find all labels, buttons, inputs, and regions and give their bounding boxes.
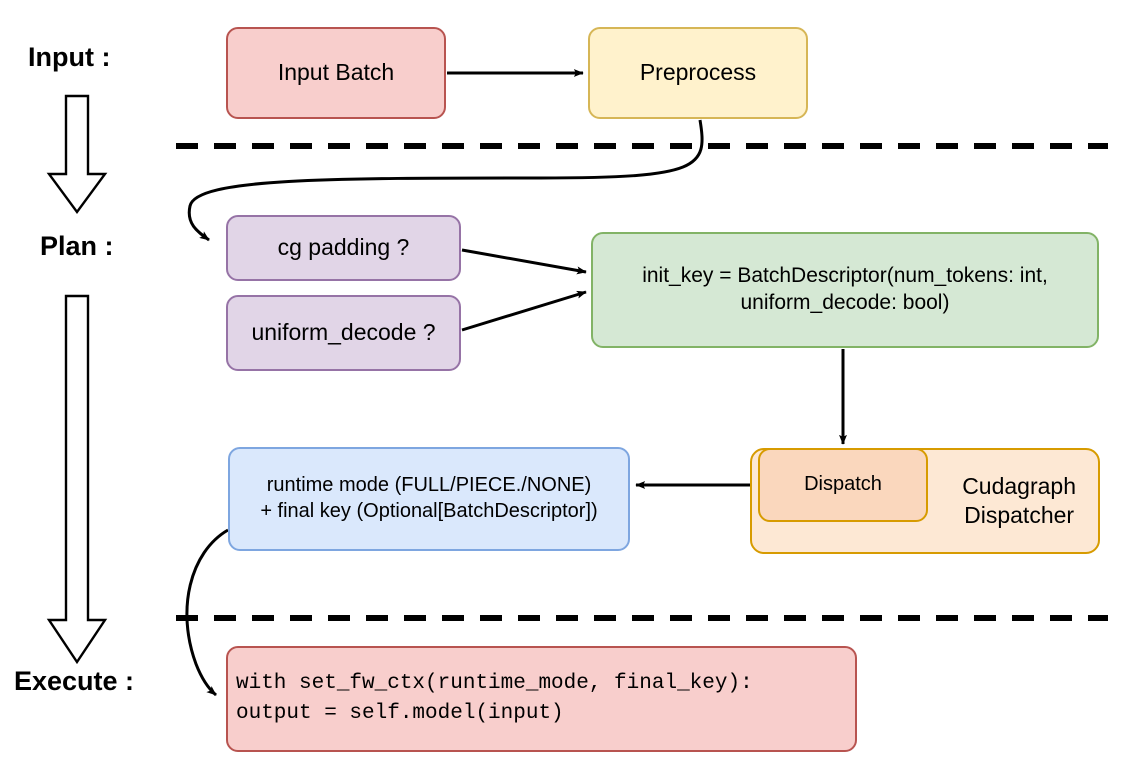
- plan-to-execute-arrow: [46, 294, 108, 665]
- node-cg-padding[interactable]: cg padding ?: [226, 215, 461, 281]
- node-runtime-mode[interactable]: runtime mode (FULL/PIECE./NONE) + final …: [228, 447, 630, 551]
- node-execute-code[interactable]: with set_fw_ctx(runtime_mode, final_key)…: [226, 646, 857, 752]
- node-init-key[interactable]: init_key = BatchDescriptor(num_tokens: i…: [591, 232, 1099, 348]
- edge-runtime-mode-to-execute-code: [185, 528, 229, 697]
- input-to-plan-arrow: [46, 94, 108, 215]
- node-input-batch[interactable]: Input Batch: [226, 27, 446, 119]
- edge-uniform-decode-to-init-key: [461, 290, 587, 332]
- edge-cg-padding-to-init-key: [461, 248, 587, 275]
- stage-label-input: Input :: [28, 42, 111, 72]
- node-preprocess[interactable]: Preprocess: [588, 27, 808, 119]
- node-uniform-decode[interactable]: uniform_decode ?: [226, 295, 461, 371]
- stage-label-execute: Execute :: [14, 666, 135, 696]
- stage-label-plan: Plan :: [40, 231, 114, 261]
- node-dispatch[interactable]: Dispatch: [758, 448, 928, 522]
